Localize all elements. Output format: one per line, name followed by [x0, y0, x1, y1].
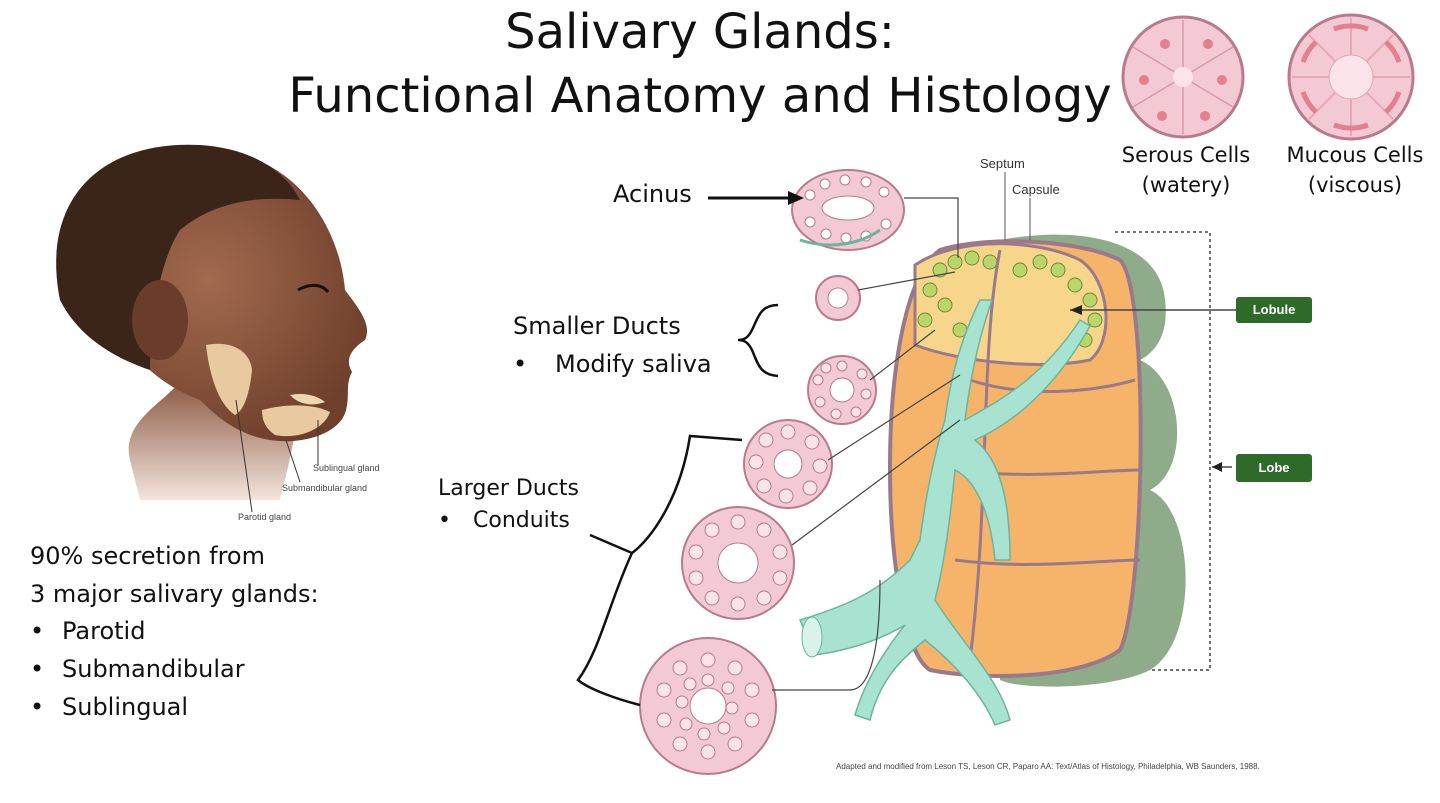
parotid-gland-label: Parotid gland — [238, 512, 292, 522]
large-duct-section-3 — [639, 637, 777, 775]
smaller-ducts-bracket — [737, 303, 779, 378]
larger-ducts-label: Larger Ducts — [438, 476, 580, 501]
acinus-label: Acinus — [613, 180, 692, 208]
mucous-cell-icon — [1287, 13, 1415, 141]
citation: Adapted and modified from Leson TS, Leso… — [836, 762, 1260, 771]
lobe-tag: Lobe — [1236, 454, 1312, 482]
submandibular-gland — [262, 405, 330, 437]
gland-illustration — [798, 172, 1240, 726]
sublingual-gland-label: Sublingual gland — [313, 463, 380, 473]
larger-ducts-bullet-text: Conduits — [473, 508, 570, 533]
mucous-caption: Mucous Cells (viscous) — [1280, 140, 1430, 200]
eye-icon — [297, 283, 330, 294]
secretion-line1: 90% secretion from — [30, 542, 265, 570]
head-illustration — [56, 144, 368, 513]
small-duct-section-2 — [807, 355, 877, 425]
smaller-ducts-label: Smaller Ducts — [513, 312, 681, 340]
secretion-line2: 3 major salivary glands: — [30, 580, 319, 608]
ear-icon — [132, 280, 188, 360]
sublingual-gland — [290, 393, 325, 405]
capsule-label: Capsule — [1012, 182, 1060, 197]
list-item: Submandibular — [28, 650, 245, 688]
larger-ducts-bracket — [576, 434, 743, 707]
acinus-section — [791, 169, 905, 251]
serous-name: Serous Cells — [1121, 143, 1251, 167]
serous-cell-icon — [1121, 15, 1245, 139]
mucous-note: (viscous) — [1307, 173, 1403, 197]
list-item: Sublingual — [28, 688, 245, 726]
page-title-line2: Functional Anatomy and Histology — [288, 68, 1112, 124]
lobule-tag: Lobule — [1236, 297, 1312, 323]
mucous-name: Mucous Cells — [1286, 143, 1424, 167]
smaller-ducts-bullet-text: Modify saliva — [555, 350, 712, 378]
submandibular-gland-label: Submandibular gland — [282, 483, 368, 493]
septum-label: Septum — [980, 156, 1025, 171]
serous-caption: Serous Cells (watery) — [1118, 140, 1254, 200]
connector-lines — [772, 197, 961, 691]
lobe-bracket — [1115, 231, 1211, 671]
gland-list: Parotid Submandibular Sublingual — [28, 612, 245, 726]
small-duct-section-1 — [815, 275, 861, 321]
hair-shape — [56, 144, 300, 370]
serous-note: (watery) — [1141, 173, 1231, 197]
list-item: Parotid — [28, 612, 245, 650]
page-title-line1: Salivary Glands: — [505, 4, 895, 60]
smaller-ducts-bullet: •Modify saliva — [513, 350, 712, 378]
parotid-gland — [206, 343, 252, 415]
larger-ducts-bullet: •Conduits — [438, 508, 570, 533]
large-duct-section-1 — [743, 419, 833, 509]
large-duct-section-2 — [681, 506, 795, 620]
